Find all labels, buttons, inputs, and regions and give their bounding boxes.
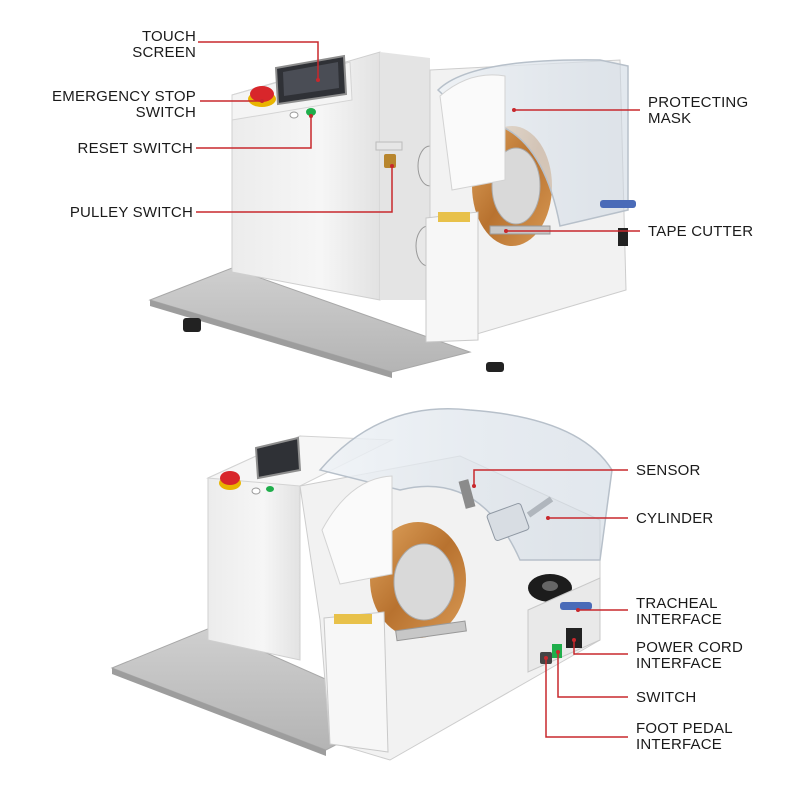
label-foot-pedal-interface-line1: FOOT PEDAL [636,720,733,737]
bottom-cylinder-rod [526,496,554,518]
leader-emergency-stop-dot [260,99,264,103]
leader-protecting-mask-dot [512,108,516,112]
label-protecting-mask: PROTECTING MASK [648,95,748,127]
label-emergency-stop: EMERGENCY STOP SWITCH [30,89,196,121]
top-cutter-label [438,212,470,222]
label-foot-pedal-interface: FOOT PEDAL INTERFACE [636,721,733,753]
bottom-green-button [266,486,274,492]
label-protecting-mask-line1: PROTECTING [648,94,749,111]
label-tracheal-interface-line2: INTERFACE [636,611,722,628]
label-tape-cutter: TAPE CUTTER [648,224,753,240]
top-foot-left [183,318,201,332]
label-power-cord-interface-line1: POWER CORD [636,639,743,656]
leader-pulley-switch [196,166,393,213]
leader-lines [196,41,640,738]
leader-foot-pedal-interface-dot [544,656,548,660]
leader-switch-dot [556,650,560,654]
top-foot-right [486,362,504,372]
label-touch-screen-line1: TOUCH [141,28,196,45]
label-pulley-switch-line1: PULLEY SWITCH [69,204,193,221]
leader-reset-switch-dot [309,114,313,118]
label-sensor: SENSOR [636,463,701,479]
label-emergency-stop-line1: EMERGENCY STOP [52,88,196,105]
label-switch-line1: SWITCH [636,689,697,706]
leader-pulley-switch-dot [390,164,394,168]
bottom-cylinder [486,503,530,541]
leader-touch-screen [198,41,319,80]
leader-reset-switch [196,116,312,149]
leader-touch-screen-dot [316,78,320,82]
bottom-white-cover [321,475,393,585]
top-mask-white-cover [439,74,506,191]
label-protecting-mask-line2: MASK [648,110,692,127]
label-cylinder-line1: CYLINDER [636,510,714,527]
top-base-plate-edge [150,300,392,378]
top-base-plate [148,267,472,373]
leader-tape-cutter-dot [504,229,508,233]
label-tracheal-interface-line1: TRACHEAL [636,595,718,612]
leader-foot-pedal-interface [545,658,628,738]
leader-sensor [473,469,628,486]
top-estop-button [250,86,274,102]
bottom-cutter-block [323,611,389,753]
label-reset-switch: RESET SWITCH [30,141,193,157]
label-power-cord-interface-line2: INTERFACE [636,655,722,672]
bottom-sensor [458,479,476,509]
top-touch-screen-glass [283,62,339,96]
bottom-cutter-blade [395,620,467,642]
top-reset-button [306,108,316,116]
label-tape-cutter-line1: TAPE CUTTER [648,223,754,240]
leader-power-cord-interface-dot [572,638,576,642]
leader-power-cord-interface [573,640,628,655]
leader-sensor-dot [472,484,476,488]
label-cylinder: CYLINDER [636,511,713,527]
top-pulley-switch [384,154,396,168]
top-cutter-block [425,211,479,343]
bottom-estop-button [220,471,240,485]
bottom-tracheal-fitting [560,602,592,610]
label-sensor-line1: SENSOR [636,462,701,479]
label-tracheal-interface: TRACHEAL INTERFACE [636,596,722,628]
label-touch-screen: TOUCH SCREEN [96,29,196,61]
bottom-base-plate-edge [112,668,326,756]
top-air-fitting [600,200,636,208]
top-side-port [618,228,628,246]
label-reset-switch-line1: RESET SWITCH [77,140,193,157]
leader-tracheal-interface-dot [576,608,580,612]
leader-cylinder-dot [546,516,550,520]
bottom-tape-roll-core [393,543,455,621]
bottom-touch-screen [254,436,302,480]
label-pulley-switch: PULLEY SWITCH [30,205,193,221]
label-power-cord-interface: POWER CORD INTERFACE [636,640,743,672]
top-cutter-blade [489,225,551,235]
label-foot-pedal-interface-line2: INTERFACE [636,736,722,753]
top-small-button [289,111,299,119]
top-machine [148,51,636,378]
label-switch: SWITCH [636,690,696,706]
bottom-drive-wheel-hub [542,581,558,591]
leader-switch [557,652,628,698]
bottom-cutter-label [334,614,372,624]
bottom-white-button [251,487,261,495]
label-emergency-stop-line2: SWITCH [135,104,196,121]
bottom-machine [110,408,613,761]
label-touch-screen-line2: SCREEN [132,44,196,61]
bottom-right-panel [527,577,601,673]
top-pulley-plate [375,141,403,151]
